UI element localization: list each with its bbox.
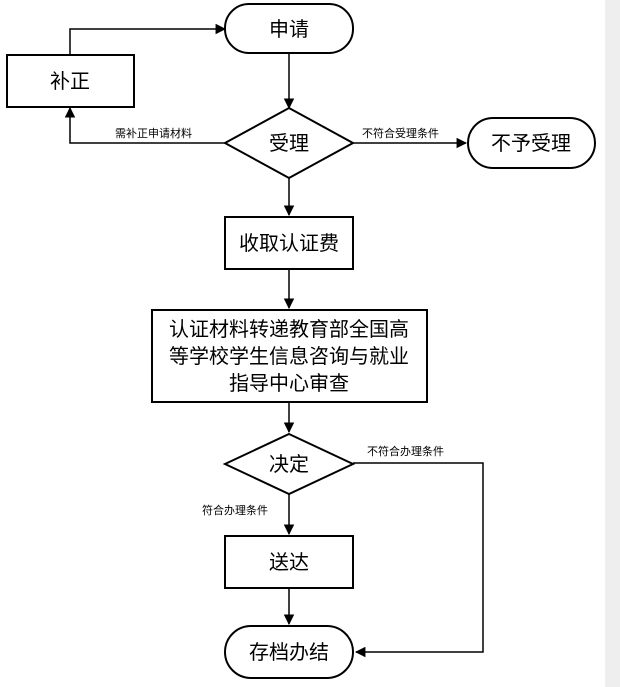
node-correct: 补正: [6, 54, 135, 108]
node-reject: 不予受理: [467, 117, 596, 169]
label-need-correction: 需补正申请材料: [115, 126, 192, 140]
node-apply-label: 申请: [269, 17, 309, 41]
node-archive: 存档办结: [224, 625, 354, 679]
label-not-acceptable: 不符合受理条件: [362, 126, 439, 140]
node-fee-label: 收取认证费: [239, 231, 339, 255]
node-reject-label: 不予受理: [491, 131, 571, 155]
node-apply: 申请: [224, 3, 354, 54]
edge-correct-to-apply: [69, 23, 227, 55]
edge-accept-to-correct: [64, 106, 225, 144]
page-margin-strip: [605, 0, 620, 687]
edge-decide-to-archive: [353, 462, 484, 658]
node-deliver-label: 送达: [269, 550, 309, 574]
node-review-line-3: 指导中心审查: [229, 371, 349, 395]
node-accept-label: 受理: [269, 131, 309, 155]
node-review-line-1: 认证材料转递教育部全国高: [169, 317, 409, 341]
node-review: 认证材料转递教育部全国高 等学校学生信息咨询与就业 指导中心审查: [151, 309, 428, 403]
node-archive-label: 存档办结: [249, 640, 329, 664]
node-deliver: 送达: [224, 535, 354, 589]
node-review-line-2: 等学校学生信息咨询与就业: [169, 344, 409, 368]
node-correct-label: 补正: [50, 69, 90, 93]
node-decide: 决定: [222, 432, 356, 496]
node-fee: 收取认证费: [224, 216, 354, 270]
node-accept: 受理: [222, 106, 356, 180]
label-not-qualified: 不符合办理条件: [367, 444, 444, 458]
node-decide-label: 决定: [269, 452, 309, 476]
label-qualified: 符合办理条件: [202, 503, 268, 517]
